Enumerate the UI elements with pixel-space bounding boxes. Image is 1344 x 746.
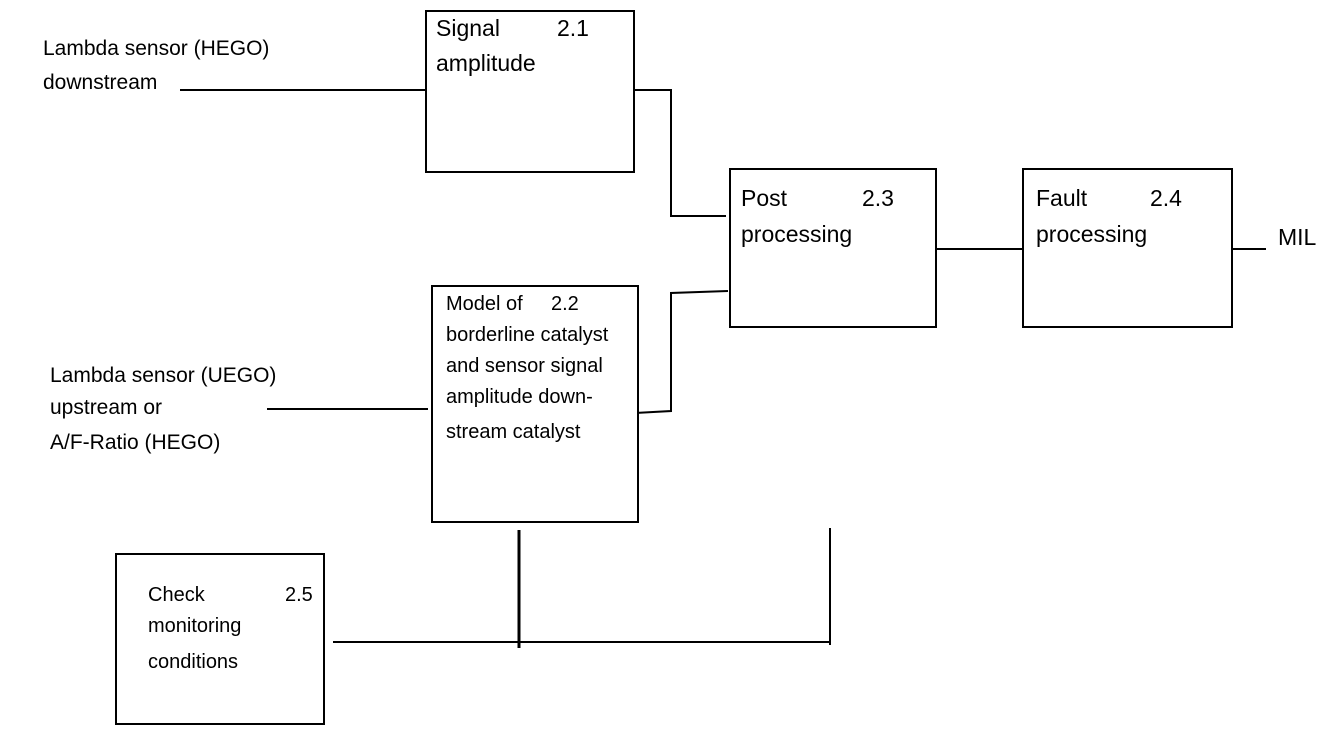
- block-title-line: processing: [1036, 221, 1148, 247]
- line-signal-amplitude-to-post-processing: [634, 89, 726, 217]
- line-model-to-post-processing: [633, 290, 729, 414]
- input-label-line: Lambda sensor (HEGO): [43, 37, 270, 60]
- block-check-monitoring: [115, 553, 325, 725]
- block-title-line: monitoring: [148, 615, 242, 637]
- block-number: 2.2: [551, 293, 579, 315]
- input-label-line: downstream: [43, 71, 158, 94]
- block-title-line: and sensor signal: [446, 355, 603, 377]
- block-title-line: Model of: [446, 293, 523, 315]
- block-title-line: processing: [741, 221, 853, 247]
- block-number: 2.5: [285, 584, 313, 606]
- block-model-borderline: [431, 285, 639, 523]
- block-title-line: Signal: [436, 15, 500, 41]
- block-title-line: conditions: [148, 651, 239, 673]
- input-label-line: upstream or: [50, 396, 163, 419]
- block-number: 2.1: [557, 15, 589, 41]
- block-number: 2.3: [862, 185, 894, 211]
- block-title-line: Check: [148, 584, 205, 606]
- block-signal-amplitude: [425, 10, 635, 173]
- input-label-line: A/F-Ratio (HEGO): [50, 431, 221, 454]
- block-title-line: amplitude: [436, 50, 536, 76]
- block-title-line: amplitude down-: [446, 386, 593, 408]
- block-title-line: stream catalyst: [446, 421, 581, 443]
- input-label-line: Lambda sensor (UEGO): [50, 364, 277, 387]
- block-post-processing: [729, 168, 937, 328]
- output-label-mil: MIL: [1278, 224, 1317, 250]
- block-title-line: Post: [741, 185, 788, 211]
- block-title-line: borderline catalyst: [446, 324, 609, 346]
- block-number: 2.4: [1150, 185, 1182, 211]
- block-fault-processing: [1022, 168, 1233, 328]
- block-title-line: Fault: [1036, 185, 1088, 211]
